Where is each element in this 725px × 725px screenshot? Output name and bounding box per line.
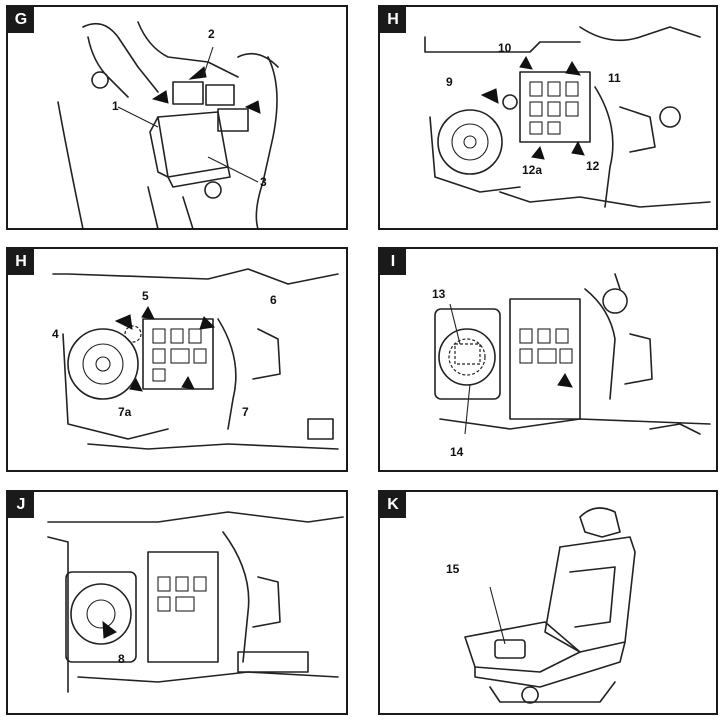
callout-label: 12a — [522, 163, 543, 177]
callout-label: 4 — [52, 327, 59, 341]
panel-letter: J — [8, 492, 34, 518]
panel-k: K 15 — [378, 490, 718, 715]
callout-label: 11 — [608, 71, 621, 85]
panel-h-top: H 9 10 11 12a 12 — [378, 5, 718, 230]
callout-label: 2 — [208, 27, 215, 41]
callout-label: 5 — [142, 289, 149, 303]
seat-illustration-k — [464, 507, 636, 704]
panel-letter: I — [380, 249, 406, 275]
callout-label: 15 — [446, 562, 460, 576]
panel-letter: H — [8, 249, 34, 275]
fuse-box-illustration-g — [57, 21, 279, 228]
callout-label: 6 — [270, 293, 277, 307]
fuse-box-illustration-h-top — [424, 26, 711, 208]
callout-label: 10 — [498, 41, 512, 55]
fuse-box-illustration-h-middle — [52, 268, 339, 450]
fuse-box-illustration-i — [434, 273, 711, 435]
callout-label: 14 — [450, 445, 464, 459]
panel-g: G 1 2 3 — [6, 5, 348, 230]
callout-label: 8 — [118, 652, 125, 666]
callout-label: 7a — [118, 405, 132, 419]
callout-label: 1 — [112, 99, 119, 113]
callout-label: 9 — [446, 75, 453, 89]
panel-letter: G — [8, 7, 34, 33]
callout-label: 3 — [260, 175, 267, 189]
callout-label: 7 — [242, 405, 249, 419]
panel-h-middle: H 4 5 6 7a 7 — [6, 247, 348, 472]
panel-i: I 13 14 — [378, 247, 718, 472]
panel-letter: K — [380, 492, 406, 518]
callout-label: 12 — [586, 159, 600, 173]
fuse-box-illustration-j — [47, 511, 344, 693]
panel-j: J 8 — [6, 490, 348, 715]
callout-label: 13 — [432, 287, 446, 301]
panel-letter: H — [380, 7, 406, 33]
